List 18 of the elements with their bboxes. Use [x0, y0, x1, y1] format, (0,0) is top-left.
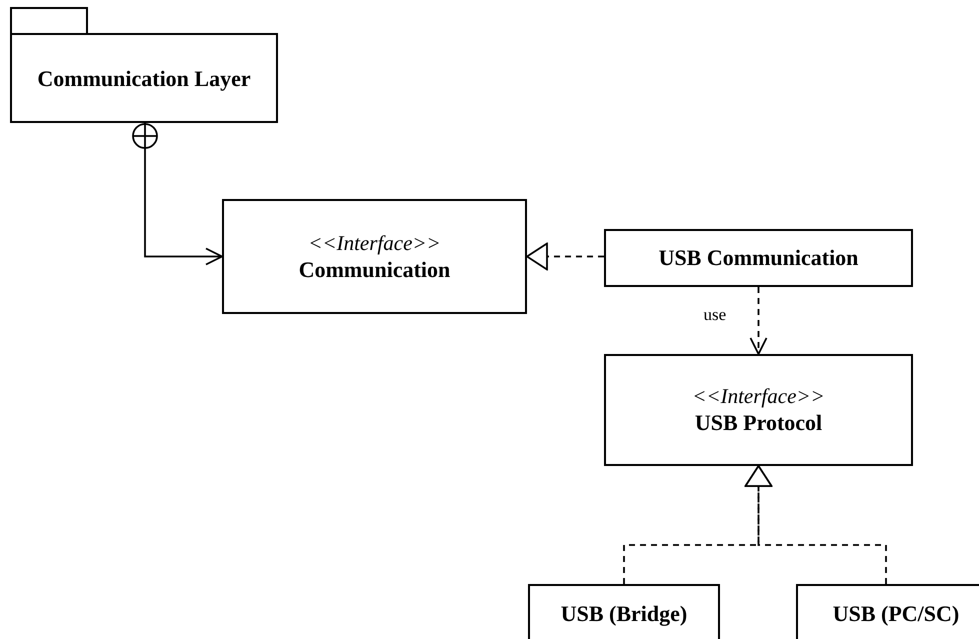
class-box — [604, 229, 913, 287]
interface-box — [222, 199, 527, 314]
package-box — [10, 7, 278, 123]
node-name: USB Protocol — [694, 409, 822, 437]
interface-box — [604, 354, 913, 466]
node-name: USB (PC/SC) — [832, 600, 960, 628]
stereotype-text: <<Interface>> — [308, 230, 441, 256]
node-name: USB (Bridge) — [560, 600, 688, 628]
realization-arrow — [744, 465, 887, 584]
node-name: Communication — [298, 256, 450, 284]
node-name: USB Communication — [658, 244, 858, 272]
realization-arrow — [526, 242, 604, 270]
stereotype-text: <<Interface>> — [692, 383, 825, 410]
dependency-arrow — [750, 287, 768, 355]
class-box — [528, 584, 720, 639]
node-name: Communication Layer — [37, 64, 251, 92]
nesting-arrow — [132, 123, 223, 266]
class-box — [796, 584, 979, 639]
